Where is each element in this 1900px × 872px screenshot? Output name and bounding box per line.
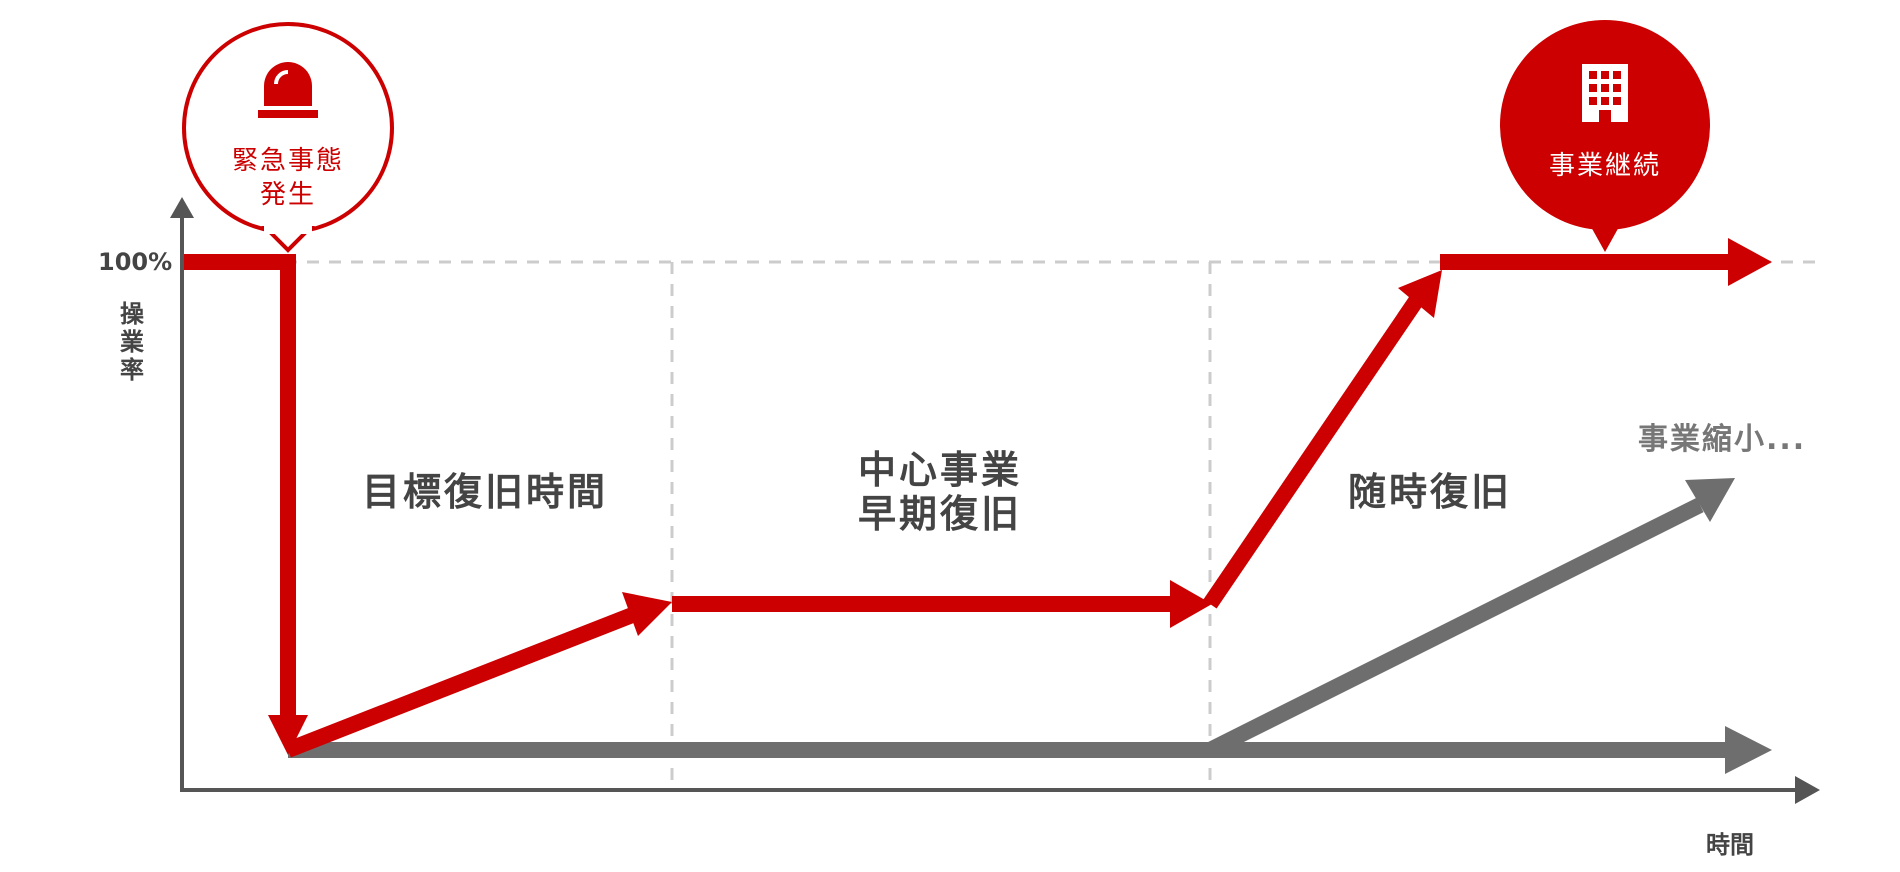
x-axis-title: 時間 <box>1706 831 1754 859</box>
phase-label-core-business-line2: 早期復旧 <box>857 492 1022 536</box>
red-rise-line-2 <box>1203 293 1425 609</box>
continuity-bubble-pointer <box>1590 225 1620 252</box>
red-path <box>184 238 1772 758</box>
siren-icon <box>258 62 318 118</box>
red-rise-line-1 <box>285 604 643 758</box>
phase-label-core-business-line1: 中心事業 <box>857 448 1022 492</box>
building-icon <box>1582 64 1628 122</box>
emergency-label-line2: 発生 <box>259 180 316 210</box>
phase-label-gradual-recovery: 随時復旧 <box>1347 470 1512 514</box>
x-axis-arrowhead <box>1795 776 1820 804</box>
outcome-label-business-shrink: 事業縮小... <box>1638 422 1807 457</box>
gray-rise-line <box>1206 497 1704 758</box>
continuity-bubble-circle <box>1500 20 1710 230</box>
emergency-bubble-pointer-mask <box>264 226 312 234</box>
gray-flat-arrowhead <box>1725 726 1772 774</box>
continuity-label: 事業継続 <box>1548 151 1661 181</box>
axes <box>180 210 1800 792</box>
red-plateau-arrowhead <box>1170 580 1212 628</box>
gray-path <box>288 478 1772 774</box>
emergency-callout-bubble <box>182 22 394 253</box>
red-rise-arrowhead-2 <box>1398 270 1442 318</box>
phase-label-target-recovery-time: 目標復旧時間 <box>361 470 608 514</box>
gray-rise-arrowhead <box>1685 478 1735 522</box>
red-rise-arrowhead-1 <box>622 592 672 636</box>
red-continuity-arrowhead <box>1728 238 1772 286</box>
emergency-label-line1: 緊急事態 <box>231 146 344 176</box>
y-axis-title: 操業率 <box>120 300 144 384</box>
y-axis-100-label: 100% <box>98 248 173 276</box>
continuity-callout-bubble <box>1500 20 1710 252</box>
red-drop-arrowhead <box>268 715 308 755</box>
y-axis-arrowhead <box>170 197 194 218</box>
